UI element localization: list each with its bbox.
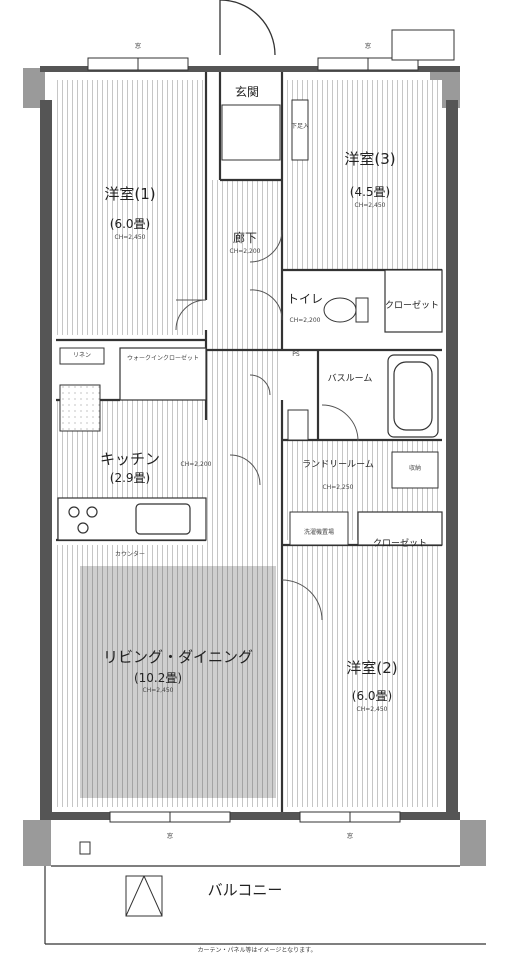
shoe-box	[291, 99, 309, 161]
western3-name: 洋室(3)	[344, 150, 396, 168]
kitchen-counter	[57, 497, 207, 541]
window-bottom-right-label: 窓	[346, 833, 354, 840]
floor-western1	[56, 80, 206, 335]
walkin-closet-box	[119, 347, 207, 401]
western2-size: (6.0畳)	[351, 689, 393, 703]
floor-hallway	[210, 180, 282, 350]
column-top-left	[23, 68, 45, 108]
living-name: リビング・ダイニング	[102, 648, 254, 666]
outer-walls	[40, 66, 460, 820]
closet-right-box	[384, 269, 443, 333]
floor-living-rug	[80, 566, 276, 798]
bathroom-name: バスルーム	[327, 374, 373, 384]
entrance-name: 玄関	[234, 85, 260, 99]
walkin-label: ウォークインクローゼット	[126, 355, 200, 362]
window-top-right-label: 窓	[364, 43, 372, 50]
balcony-drain	[79, 841, 91, 855]
living-size: (10.2畳)	[133, 671, 183, 685]
floor-passage	[206, 350, 282, 545]
kitchen-size: (2.9畳)	[109, 471, 151, 485]
floor-western3	[282, 80, 442, 270]
window-top-right	[317, 57, 419, 71]
western1-size: (6.0畳)	[109, 217, 151, 231]
window-top-left-label: 窓	[134, 43, 142, 50]
closet-lower-label: クローゼット	[372, 539, 428, 549]
toilet-name: トイレ	[286, 292, 324, 306]
balcony-outline	[44, 865, 486, 945]
fridge-space	[59, 384, 101, 432]
entrance-door	[219, 0, 276, 56]
column-bottom-right	[460, 820, 486, 866]
column-bottom-left	[23, 820, 51, 866]
counter-label: カウンター	[114, 551, 146, 558]
entrance-step	[221, 104, 281, 161]
wash-basin	[287, 409, 309, 441]
western1-name: 洋室(1)	[104, 185, 156, 203]
window-top-left	[87, 57, 189, 71]
western2-note: CH=2,450	[356, 706, 388, 713]
western3-note: CH=2,450	[354, 202, 386, 209]
floor-western2	[282, 545, 442, 807]
hallway-note: CH=2,200	[229, 248, 261, 255]
aircon-box	[391, 29, 455, 61]
western2-name: 洋室(2)	[346, 659, 398, 677]
linen-box	[59, 347, 105, 365]
shoe-box-label: 下足入	[290, 123, 310, 130]
door-swings	[175, 229, 359, 621]
window-bottom-right	[299, 811, 401, 823]
kitchen-note: CH=2,200	[180, 461, 212, 468]
wash-area	[289, 511, 349, 546]
window-bottom-left-label: 窓	[166, 833, 174, 840]
window-bottom-left	[109, 811, 231, 823]
living-note: CH=2,450	[142, 687, 174, 694]
ps-label: PS	[292, 351, 300, 358]
footer-note: カーテン・パネル等はイメージとなります。	[197, 947, 317, 954]
hallway-name: 廊下	[232, 231, 258, 245]
balcony-name: バルコニー	[207, 881, 283, 899]
closet-lower-box	[357, 511, 443, 546]
western1-note: CH=2,450	[114, 234, 146, 241]
bathtub	[387, 354, 439, 438]
storage-box-laundry	[391, 451, 439, 489]
toilet-fixture	[323, 297, 369, 323]
wash-label: 洗濯機置場	[303, 529, 335, 536]
western3-size: (4.5畳)	[349, 185, 391, 199]
laundry-note: CH=2,250	[322, 484, 354, 491]
closet-right-label: クローゼット	[384, 301, 440, 311]
toilet-note: CH=2,200	[289, 317, 321, 324]
linen-label: リネン	[72, 352, 92, 359]
storage-box-label: 収納	[408, 465, 422, 472]
kitchen-name: キッチン	[99, 450, 161, 468]
laundry-name: ランドリールーム	[302, 460, 374, 470]
balcony-hatch	[125, 875, 163, 917]
